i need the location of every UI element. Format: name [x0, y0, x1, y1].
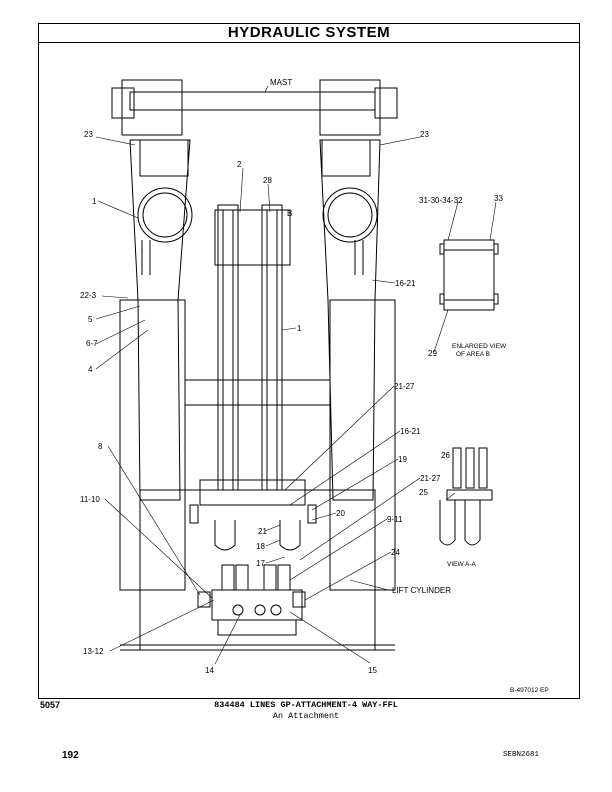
label-31-30-34-32: 31-30-34-32 [419, 196, 463, 205]
label-16-21-mid: 16-21 [400, 427, 421, 436]
right-upright [319, 139, 381, 501]
label-23-left: 23 [84, 130, 93, 139]
right-outer-channel [329, 299, 396, 591]
mast-crossbar [129, 91, 376, 111]
label-1-left: 1 [92, 197, 97, 206]
label-mast: MAST [270, 78, 292, 87]
enlarged-view-area-b [439, 239, 499, 311]
label-8: 8 [98, 442, 103, 451]
label-view-a-a: VIEW A-A [447, 561, 477, 568]
manifold-base [217, 619, 297, 636]
hose-reel-assembly [214, 209, 291, 266]
label-11-10: 11-10 [80, 495, 100, 504]
diagram-frame [38, 23, 580, 699]
document-id: SEBN2681 [503, 751, 540, 759]
right-top-block [319, 79, 381, 136]
label-23-right: 23 [420, 130, 429, 139]
label-18: 18 [256, 542, 265, 551]
label-of-area-b: OF AREA B [456, 351, 490, 358]
label-20: 20 [336, 509, 345, 518]
label-2: 2 [237, 160, 242, 169]
label-33: 33 [494, 194, 503, 203]
label-21: 21 [258, 527, 267, 536]
label-29: 29 [428, 349, 437, 358]
label-4: 4 [88, 365, 93, 374]
label-9-11: 9-11 [387, 515, 403, 524]
left-sheave [137, 187, 193, 243]
middle-crossmember [184, 379, 331, 406]
label-enlarged-view: ENLARGED VIEW [452, 343, 507, 350]
label-21-27-top: 21-27 [394, 382, 415, 391]
label-25: 25 [419, 488, 428, 497]
manifold [211, 589, 303, 621]
label-28: 28 [263, 176, 272, 185]
label-16-21-top: 16-21 [395, 279, 416, 288]
page-number: 192 [62, 750, 79, 761]
label-15: 15 [368, 666, 377, 675]
mast-left-end [111, 87, 135, 119]
label-5: 5 [88, 315, 93, 324]
left-chain-anchor [139, 139, 189, 177]
right-sheave [322, 187, 378, 243]
label-26: 26 [441, 451, 450, 460]
footer-title: 834484 LINES GP-ATTACHMENT-4 WAY-FFL [214, 700, 398, 710]
label-1-mid: 1 [297, 324, 302, 333]
footer-code: 5057 [40, 700, 61, 710]
valve-block-upper [199, 479, 306, 506]
center-carrier-right [261, 204, 283, 491]
left-outer-channel [119, 299, 186, 591]
page-title: HYDRAULIC SYSTEM [38, 23, 580, 43]
hose-loop-2 [279, 520, 301, 551]
label-24: 24 [391, 548, 400, 557]
left-top-block [121, 79, 183, 136]
center-carrier-left [217, 204, 239, 491]
label-13-12: 13-12 [83, 647, 104, 656]
label-b: B [287, 209, 292, 218]
drawing-ref: B-497012 EP [510, 687, 549, 694]
footer-subtitle: An Attachment [272, 711, 340, 721]
label-19: 19 [398, 455, 407, 464]
mast-right-end [374, 87, 398, 119]
label-14: 14 [205, 666, 214, 675]
view-a-a [439, 447, 493, 546]
label-21-27-mid: 21-27 [420, 474, 441, 483]
leader-lines [95, 85, 497, 665]
hose-loop-1 [214, 520, 236, 551]
label-17: 17 [256, 559, 265, 568]
label-22-3: 22-3 [80, 291, 97, 300]
right-chain-anchor [321, 139, 371, 177]
label-lift-cylinder: LIFT CYLINDER [392, 586, 451, 595]
label-6-7: 6-7 [86, 339, 98, 348]
